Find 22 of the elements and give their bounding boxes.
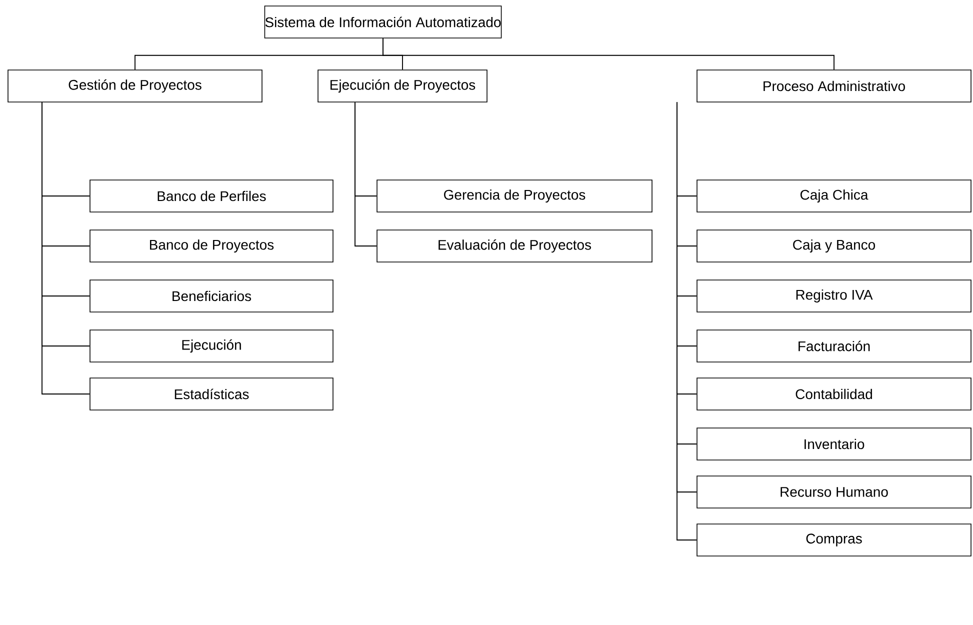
box: Ejecución de Proyectos (318, 70, 488, 102)
box: Sistema de Información Automatizado (264, 6, 502, 38)
box: Beneficiarios (90, 280, 334, 312)
connector-line (42, 102, 90, 394)
box: Banco de Perfiles (90, 180, 334, 212)
box: Compras (696, 524, 972, 556)
box: Caja y Banco (696, 230, 972, 262)
box: Banco de Proyectos (90, 230, 334, 262)
connector-line (354, 102, 378, 246)
box: Proceso Administrativo (696, 70, 972, 102)
box: Gerencia de Proyectos (376, 180, 652, 212)
box: Inventario (696, 428, 972, 460)
box: Ejecución (90, 330, 334, 362)
connector-line (382, 38, 834, 70)
box: Gestión de Proyectos (8, 70, 262, 102)
box: Estadísticas (90, 378, 334, 410)
box: Recurso Humano (696, 476, 972, 508)
box: Facturación (696, 330, 972, 362)
box: Contabilidad (696, 378, 972, 410)
box: Evaluación de Proyectos (376, 230, 652, 262)
box: Caja Chica (696, 180, 972, 212)
box: Registro IVA (696, 280, 972, 312)
